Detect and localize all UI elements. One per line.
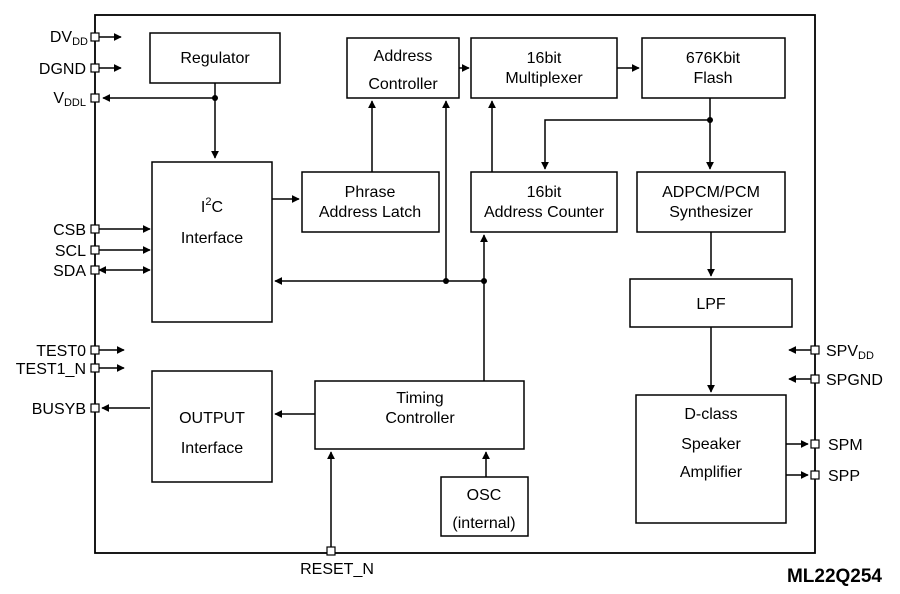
pin-spvdd: SPVDD (788, 343, 874, 362)
flash-block: 676Kbit Flash (641, 37, 786, 99)
part-number: ML22Q254 (787, 566, 882, 587)
address-counter-block: 16bit Address Counter (470, 171, 618, 233)
address-controller-label-2: Controller (368, 76, 438, 93)
output-interface-block: OUTPUT Interface (151, 370, 273, 483)
flash-label-2: Flash (693, 70, 732, 87)
regulator-block: Regulator (149, 32, 281, 84)
dclass-amplifier-block: D-class Speaker Amplifier (635, 394, 787, 524)
pin-spgnd: SPGND (788, 372, 883, 389)
address-counter-label-1: 16bit (527, 184, 562, 201)
pin-spm: SPM (786, 437, 863, 454)
pin-spp: SPP (786, 468, 860, 485)
address-controller-block: Address Controller (346, 37, 460, 99)
flash-label-1: 676Kbit (686, 50, 741, 67)
pin-sda: SDA (53, 263, 151, 280)
pin-scl: SCL (55, 243, 151, 260)
timing-controller-block: Timing Controller (314, 380, 525, 450)
phrase-latch-label-1: Phrase (345, 184, 396, 201)
pin-spp-label: SPP (828, 468, 860, 485)
pin-reset-n-label: RESET_N (300, 561, 374, 578)
i2c-interface-block: I2C Interface (151, 161, 273, 323)
osc-label-1: OSC (467, 487, 502, 504)
pin-test1-n-label: TEST1_N (16, 361, 86, 378)
pin-spgnd-label: SPGND (826, 372, 883, 389)
pin-vddl: VDDL (53, 90, 100, 109)
i2c-interface-label: Interface (181, 230, 243, 247)
osc-label-2: (internal) (452, 515, 515, 532)
regulator-label: Regulator (180, 50, 250, 67)
synthesizer-label-2: Synthesizer (669, 204, 753, 221)
internal-connections (102, 64, 715, 547)
pin-csb-label: CSB (53, 222, 86, 239)
multiplexer-block: 16bit Multiplexer (470, 37, 618, 99)
multiplexer-label-2: Multiplexer (505, 70, 583, 87)
phrase-address-latch-block: Phrase Address Latch (301, 171, 440, 233)
pin-scl-label: SCL (55, 243, 86, 260)
output-interface-label-1: OUTPUT (179, 410, 245, 427)
lpf-block: LPF (629, 278, 793, 328)
pin-dvdd-label: DVDD (50, 29, 88, 48)
pin-dgnd: DGND (39, 61, 122, 78)
pin-busyb: BUSYB (32, 401, 150, 418)
pin-dvdd: DVDD (50, 29, 122, 48)
pin-test0: TEST0 (36, 343, 125, 360)
pin-dgnd-label: DGND (39, 61, 86, 78)
pin-spm-label: SPM (828, 437, 863, 454)
lpf-label: LPF (696, 296, 726, 313)
dclass-label-3: Amplifier (680, 464, 743, 481)
pin-csb: CSB (53, 222, 151, 239)
synthesizer-label-1: ADPCM/PCM (662, 184, 760, 201)
pin-busyb-label: BUSYB (32, 401, 86, 418)
pin-spvdd-label: SPVDD (826, 343, 874, 362)
pin-test1-n: TEST1_N (16, 361, 125, 378)
multiplexer-label-1: 16bit (527, 50, 562, 67)
address-controller-label-1: Address (374, 48, 433, 65)
phrase-latch-label-2: Address Latch (319, 204, 421, 221)
osc-block: OSC (internal) (440, 476, 529, 537)
pin-reset-n: RESET_N (300, 546, 374, 578)
pin-test0-label: TEST0 (36, 343, 86, 360)
timing-controller-label-2: Controller (385, 410, 455, 427)
i2c-label: I2C (201, 196, 223, 216)
pin-vddl-label: VDDL (53, 90, 86, 109)
address-counter-label-2: Address Counter (484, 204, 605, 221)
output-interface-label-2: Interface (181, 440, 243, 457)
pin-sda-label: SDA (53, 263, 86, 280)
dclass-label-2: Speaker (681, 436, 741, 453)
chip-outline (94, 14, 816, 554)
dclass-label-1: D-class (684, 406, 737, 423)
synthesizer-block: ADPCM/PCM Synthesizer (636, 171, 786, 233)
timing-controller-label-1: Timing (396, 390, 443, 407)
